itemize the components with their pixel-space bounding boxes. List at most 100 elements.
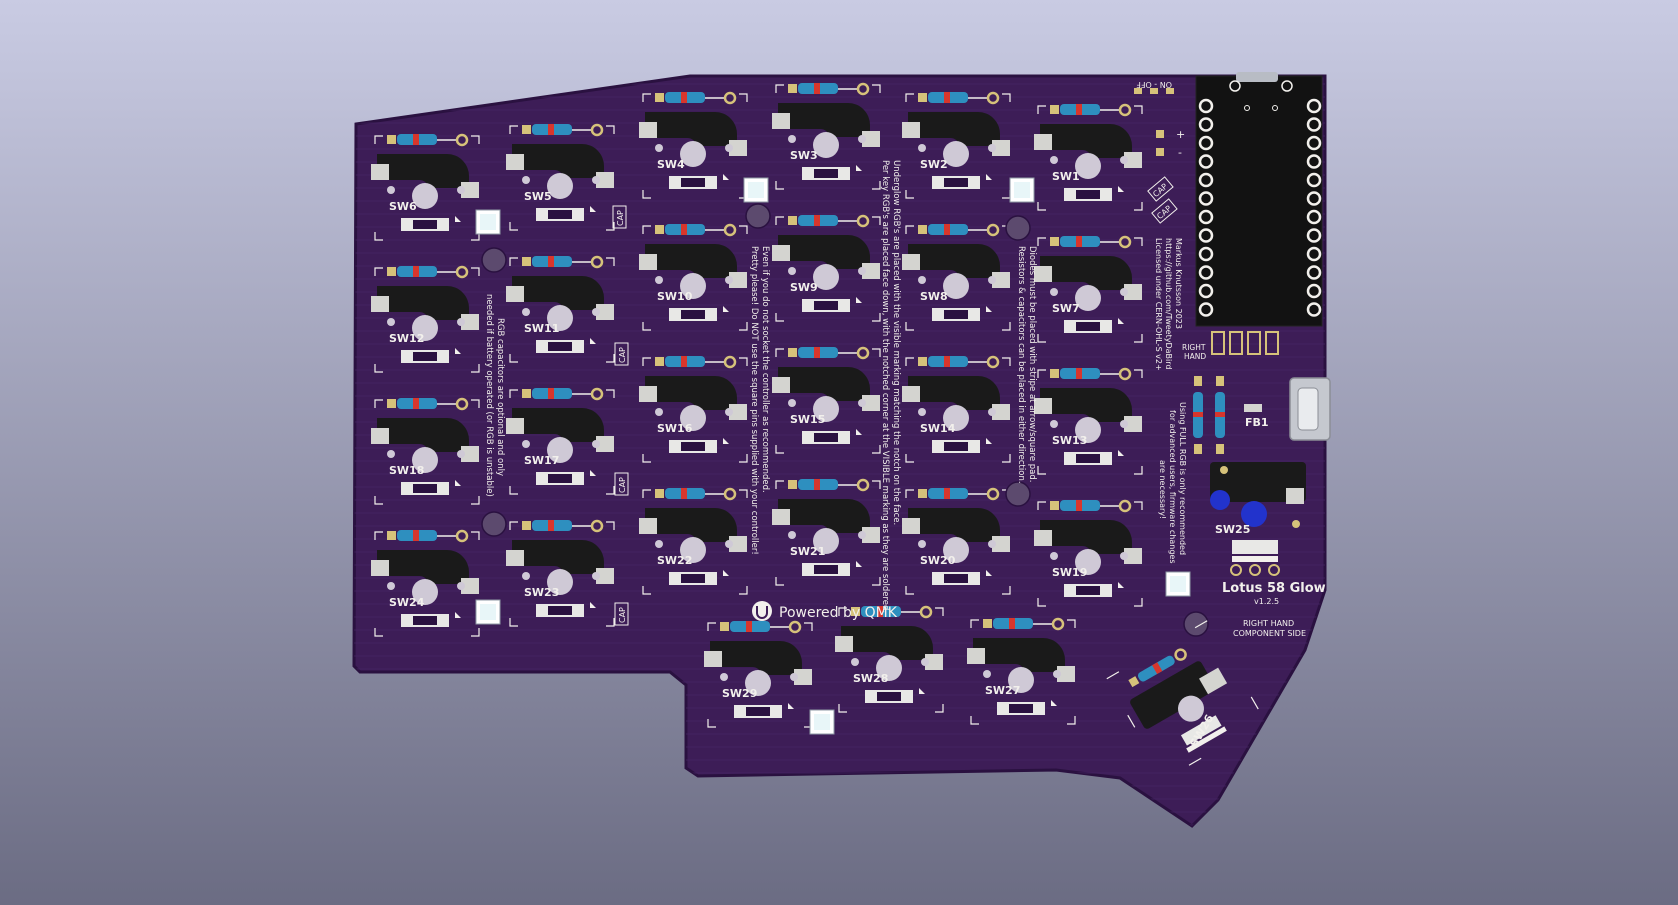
switch-sw5[interactable]: SW5	[506, 123, 615, 231]
diode-pad-round	[1051, 617, 1065, 631]
microcontroller-board[interactable]	[1195, 72, 1323, 327]
usb-c-port[interactable]	[1289, 377, 1331, 441]
switch-sw28[interactable]: SW28	[835, 605, 944, 713]
per-key-led-window	[1076, 190, 1100, 199]
switch-pin-hole	[988, 276, 996, 284]
switch-sw6[interactable]: SW6	[371, 133, 480, 241]
hand-label-2: HAND	[1184, 352, 1206, 361]
switch-sw29[interactable]: SW29	[704, 620, 813, 728]
switch-sw27[interactable]: SW27	[967, 617, 1076, 725]
switch-pin-hole	[725, 408, 733, 416]
switch-sw19[interactable]: SW19	[1034, 499, 1143, 607]
switch-label: SW17	[524, 454, 559, 467]
mounting-hole	[1183, 611, 1209, 637]
per-key-led-window	[681, 178, 705, 187]
switch-sw22[interactable]: SW22	[639, 487, 748, 595]
switch-sw9[interactable]: SW9	[772, 214, 881, 322]
switch-sw21[interactable]: SW21	[772, 478, 881, 586]
hotswap-socket	[908, 376, 1000, 410]
switch-sw2[interactable]: SW2	[902, 91, 1011, 199]
led-marker	[986, 438, 992, 444]
switch-pin-hole	[1050, 288, 1058, 296]
switch-pin-hole	[1050, 156, 1058, 164]
diode-pad-round	[1118, 103, 1132, 117]
diode-pad	[788, 216, 797, 225]
switch-sw4[interactable]: SW4	[639, 91, 748, 199]
encoder-footprint[interactable]	[1210, 462, 1306, 576]
hand-label-1: RIGHT	[1182, 343, 1206, 352]
switch-sw16[interactable]: SW16	[639, 355, 748, 463]
diode-pad-round	[455, 529, 469, 543]
controller-pins	[1198, 98, 1322, 317]
switch-center-hole	[412, 447, 438, 473]
socket-pad-left	[506, 550, 524, 566]
power-switch[interactable]	[1134, 88, 1174, 94]
switch-sw23[interactable]: SW23	[506, 519, 615, 627]
hotswap-socket	[377, 550, 469, 584]
switch-sw8[interactable]: SW8	[902, 223, 1011, 331]
switch-outline	[775, 84, 881, 190]
diode-pad-round	[590, 519, 604, 533]
switch-pin-hole	[918, 408, 926, 416]
led-marker	[1051, 700, 1057, 706]
mounting-hole	[481, 511, 507, 537]
thumb-switch-sw26[interactable]	[1105, 619, 1267, 781]
switch-label: SW29	[722, 687, 757, 700]
led-marker	[856, 165, 862, 171]
socket-pad-right	[1124, 152, 1142, 168]
led-marker	[590, 338, 596, 344]
switch-label: SW28	[853, 672, 888, 685]
switch-sw17[interactable]: SW17	[506, 387, 615, 495]
socket-pad-left	[506, 154, 524, 170]
led-marker	[455, 480, 461, 486]
switch-pin-hole	[858, 399, 866, 407]
switch-center-hole	[412, 183, 438, 209]
switch-sw12[interactable]: SW12	[371, 265, 480, 373]
switch-sw15[interactable]: SW15	[772, 346, 881, 454]
per-key-led-window	[681, 574, 705, 583]
switch-pin-hole	[921, 658, 929, 666]
switch-pin-hole	[918, 144, 926, 152]
diode-pad	[851, 607, 860, 616]
socket-pad-left	[506, 286, 524, 302]
switch-sw3[interactable]: SW3	[772, 82, 881, 190]
hotswap-socket	[841, 626, 933, 660]
switch-sw7[interactable]: SW7	[1034, 235, 1143, 343]
diode-band	[944, 488, 950, 499]
switch-label: SW7	[1052, 302, 1080, 315]
switch-outline	[775, 480, 881, 586]
hotswap-socket	[645, 112, 737, 146]
socket-pad-right	[862, 395, 880, 411]
switch-sw14[interactable]: SW14	[902, 355, 1011, 463]
socket-pad-right	[794, 669, 812, 685]
switch-sw10[interactable]: SW10	[639, 223, 748, 331]
switch-center-hole	[813, 528, 839, 554]
per-key-led-window	[944, 178, 968, 187]
switch-sw24[interactable]: SW24	[371, 529, 480, 637]
switch-sw11[interactable]: SW11	[506, 255, 615, 363]
diode-pad-round	[1118, 499, 1132, 513]
per-key-led-window	[681, 310, 705, 319]
diode-band	[814, 83, 820, 94]
switch-pin-hole	[918, 540, 926, 548]
hotswap-socket	[1040, 256, 1132, 290]
diode-band	[413, 134, 419, 145]
switch-sw18[interactable]: SW18	[371, 397, 480, 505]
socket-pad-right	[992, 404, 1010, 420]
switch-pin-hole	[788, 531, 796, 539]
battery-pad-minus	[1156, 148, 1164, 156]
switch-label: SW2	[920, 158, 948, 171]
switch-sw13[interactable]: SW13	[1034, 367, 1143, 475]
rgb-caps-note-1: RGB capacitors are optional and only	[495, 318, 505, 476]
led-marker	[986, 570, 992, 576]
switch-outline	[905, 357, 1011, 463]
diode-pad	[788, 480, 797, 489]
per-key-led-window	[413, 352, 437, 361]
led-marker	[723, 438, 729, 444]
diode-band	[681, 488, 687, 499]
socket-pad-right	[992, 272, 1010, 288]
switch-sw20[interactable]: SW20	[902, 487, 1011, 595]
switch-sw1[interactable]: SW1	[1034, 103, 1143, 211]
per-key-led-window	[1076, 586, 1100, 595]
